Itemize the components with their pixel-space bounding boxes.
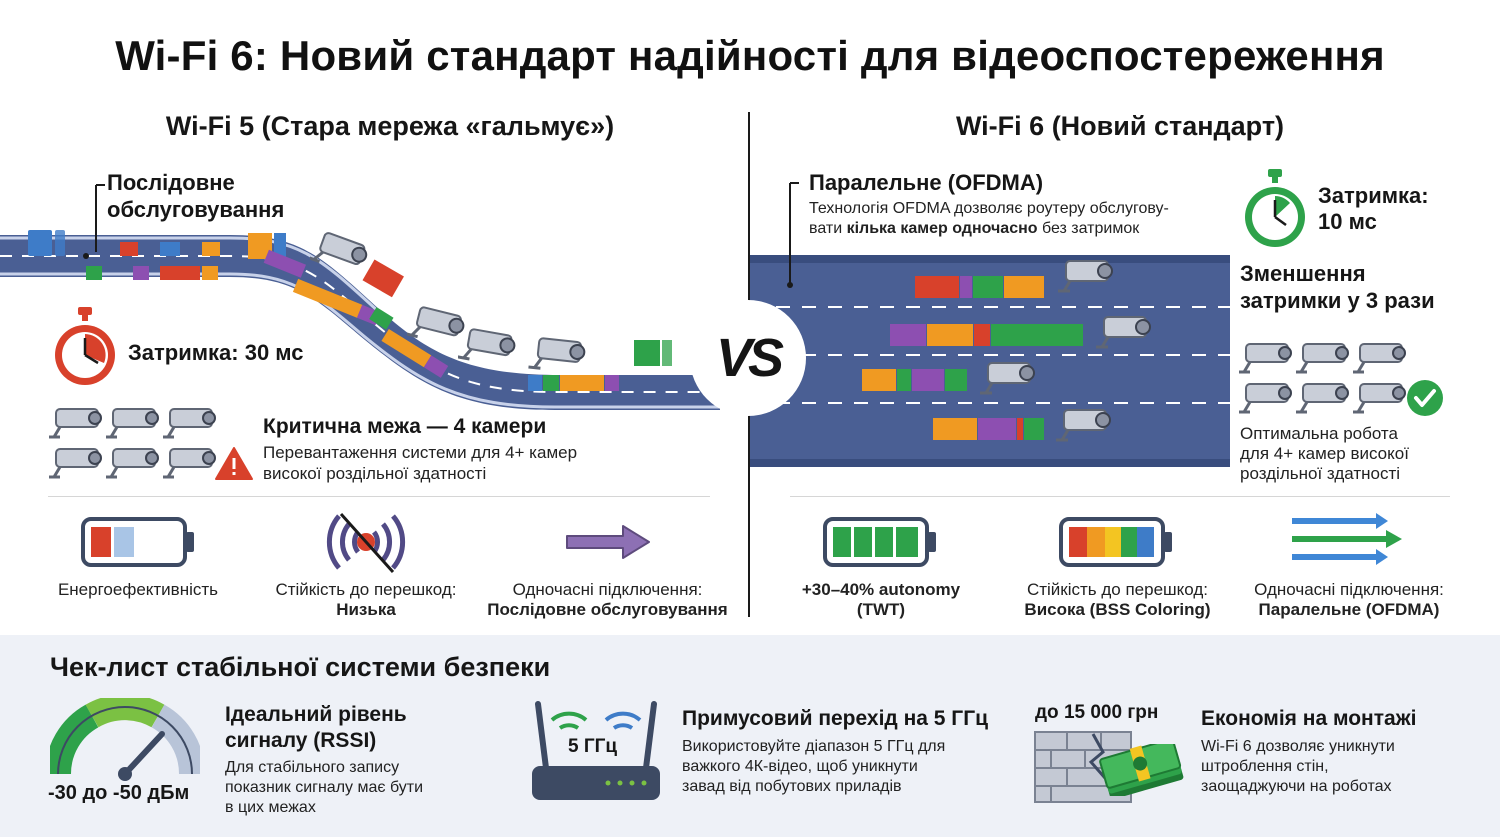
critical-limit-title: Критична межа — 4 камери: [263, 415, 547, 438]
gauge-label: -30 до -50 дБм: [48, 782, 190, 804]
wifi6-feature-connections-label: Одночасні підключення:: [1254, 580, 1444, 599]
callout-bracket: [789, 182, 799, 260]
wifi5-feature-energy-label: Енергоефективність: [57, 580, 219, 599]
5ghz-desc-line2: важкого 4К-відео, щоб уникнути: [682, 758, 918, 775]
checklist-title: Чек-лист стабільної системи безпеки: [50, 652, 551, 682]
wifi6-feature-interference-label: Стійкість до перешкод:: [1026, 580, 1209, 599]
parallel-ofdma-title: Паралельне (OFDMA): [809, 170, 1044, 195]
checklist-panel: [0, 635, 1500, 837]
interference-icon: [326, 512, 406, 574]
arrow-icon: [566, 525, 650, 559]
wifi5-feature-connections-value: Послідовне обслуговування: [487, 600, 728, 619]
sequential-label-line2: обслуговування: [107, 197, 285, 222]
savings-price-label: до 15 000 грн: [1035, 702, 1159, 723]
stopwatch-icon: [1245, 169, 1305, 247]
wifi5-latency: Затримка: 30 мс: [128, 340, 304, 365]
wifi6-feature-connections-value: Паралельне (OFDMA): [1258, 600, 1440, 619]
router-icon: [532, 701, 660, 800]
battery-icon: [823, 517, 936, 567]
optimal-line3: роздільної здатності: [1240, 464, 1401, 483]
rssi-title-line1: Ідеальний рівень: [225, 703, 407, 726]
rssi-title-line2: сигналу (RSSI): [225, 729, 377, 752]
camera-grid-wifi5: [49, 408, 216, 479]
wifi6-latency-line2: 10 мс: [1318, 209, 1377, 234]
camera-grid-wifi6: [1239, 343, 1406, 414]
latency-reduction-line1: Зменшення: [1240, 261, 1366, 286]
critical-limit-line1: Перевантаження системи для 4+ камер: [263, 443, 578, 462]
savings-desc-line2: штроблення стін,: [1201, 758, 1329, 775]
right-column-heading: Wi-Fi 6 (Новий стандарт): [955, 111, 1285, 141]
warning-icon: [215, 447, 253, 480]
gauge-icon: [50, 698, 200, 781]
wifi5-feature-interference-value: Низька: [336, 600, 396, 619]
wifi5-feature-interference-label: Стійкість до перешкод:: [275, 580, 457, 599]
camera-icon: [528, 337, 586, 370]
router-band-label: 5 ГГц: [568, 736, 618, 757]
camera-icon: [1058, 260, 1113, 293]
camera-icon: [310, 232, 368, 266]
check-icon: [1407, 380, 1443, 416]
rssi-desc-line1: Для стабільного запису: [225, 759, 400, 776]
right-separator: [790, 496, 1450, 497]
arrow-icon: [1292, 513, 1402, 565]
wifi6-latency-line1: Затримка:: [1318, 183, 1429, 208]
latency-reduction-line2: затримки у 3 рази: [1240, 288, 1435, 313]
rssi-desc-line2: показник сигналу має бути: [225, 779, 424, 796]
parallel-ofdma-line1: Технологія OFDMA дозволяє роутеру обслуг…: [809, 200, 1169, 217]
left-separator: [48, 496, 710, 497]
optimal-line1: Оптимальна робота: [1240, 424, 1398, 443]
wifi5-feature-connections-label: Одночасні підключення:: [512, 580, 703, 599]
camera-icon: [407, 306, 465, 339]
savings-desc-line1: Wi-Fi 6 дозволяє уникнути: [1201, 738, 1395, 755]
5ghz-desc-line3: завад від побутових приладів: [682, 778, 902, 795]
wifi6-road-scene: [750, 255, 1230, 467]
sequential-label-line1: Послідовне: [107, 170, 235, 195]
wifi5-road-scene: [0, 184, 720, 410]
wifi6-feature-energy-label: +30–40% autonomy: [801, 580, 961, 599]
5ghz-title: Примусовий перехід на 5 ГГц: [682, 707, 989, 730]
vs-badge: VS: [693, 303, 803, 413]
interference-spectrum-icon: [1059, 517, 1172, 567]
5ghz-desc-line1: Використовуйте діапазон 5 ГГц для: [682, 738, 946, 755]
money-icon: [1099, 744, 1184, 796]
page-title: Wi-Fi 6: Новий стандарт надійності для в…: [115, 32, 1385, 79]
wifi6-feature-interference-value: Висока (BSS Coloring): [1024, 600, 1211, 619]
parallel-ofdma-line2: вати кілька камер одночасно без затримок: [809, 220, 1140, 237]
camera-icon: [49, 408, 102, 439]
critical-limit-line2: високої роздільної здатності: [263, 464, 487, 483]
installation-savings-title: Економія на монтажі: [1201, 707, 1417, 730]
camera-icon: [458, 328, 516, 361]
camera-icon: [1096, 316, 1151, 349]
optimal-line2: для 4+ камер високої: [1240, 444, 1409, 463]
battery-icon: [81, 517, 194, 567]
camera-icon: [980, 362, 1035, 395]
left-column-heading: Wi-Fi 5 (Стара мережа «гальмує»): [165, 111, 615, 141]
rssi-desc-line3: в цих межах: [225, 799, 316, 816]
savings-desc-line3: заощаджуючи на роботах: [1201, 778, 1392, 795]
camera-icon: [1056, 409, 1111, 442]
wifi6-feature-energy-value: (TWT): [856, 600, 906, 619]
stopwatch-icon: [55, 307, 115, 385]
